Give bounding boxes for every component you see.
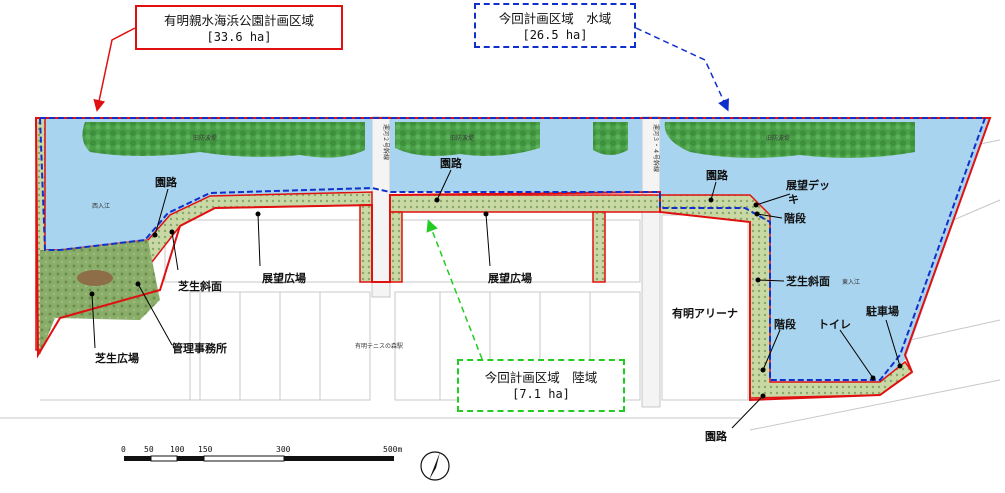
label-toilet: トイレ	[818, 318, 851, 331]
water-area-title: 今回計画区域 水域	[498, 11, 612, 26]
east-inlet-label: 東入江	[842, 278, 860, 286]
lawn-plaza-area	[40, 240, 160, 355]
breakwater-trees-east	[664, 122, 915, 158]
arrow-water	[635, 27, 729, 112]
tennis-forest-label: 有明テニスの森駅	[355, 342, 403, 350]
canal-label-2: 運河２号幹線	[382, 124, 390, 160]
breakwater-label-3: 旧防波堤	[766, 134, 790, 142]
management-office-building	[77, 270, 113, 286]
canal-label-3-4: 運河３・４号幹線	[652, 124, 660, 172]
water-area-callout: 今回計画区域 水域 [26.5 ha]	[474, 3, 636, 48]
water-area-east	[660, 118, 990, 385]
park-area-callout: 有明親水海浜公園計画区域 [33.6 ha]	[135, 5, 343, 50]
water-boundary	[38, 117, 987, 381]
label-stairs-1: 階段	[784, 211, 806, 225]
label-management-office: 管理事務所	[172, 341, 227, 355]
park-area-title: 有明親水海浜公園計画区域	[163, 13, 314, 28]
label-viewing-deck-1: 展望デッ	[785, 178, 830, 192]
land-area-title: 今回計画区域 陸域	[484, 370, 598, 385]
scale-tick-50: 50	[144, 445, 154, 454]
park-area-size: [33.6 ha]	[206, 30, 272, 44]
scale-bar: 0 50 100 150 300 500m	[121, 445, 402, 462]
label-lawn-slope-2: 芝生斜面	[786, 274, 830, 288]
north-arrow-icon	[420, 451, 450, 481]
scale-tick-300: 300	[276, 445, 291, 454]
label-lawn-plaza: 芝生広場	[95, 351, 139, 365]
land-area-callout: 今回計画区域 陸域 [7.1 ha]	[457, 359, 625, 412]
water-area-size: [26.5 ha]	[522, 28, 588, 42]
leader-lines	[89, 169, 903, 429]
label-path-3: 園路	[706, 168, 729, 182]
label-viewing-plaza-2: 展望広場	[487, 271, 532, 285]
arrow-park	[93, 27, 136, 112]
scale-tick-100: 100	[170, 445, 185, 454]
breakwater-trees-center-small	[593, 122, 628, 155]
breakwater-label-1: 旧防波堤	[193, 134, 217, 142]
park-boundary	[34, 117, 992, 402]
label-viewing-plaza-1: 展望広場	[261, 271, 306, 285]
breakwater-label-2: 旧防波堤	[450, 134, 474, 142]
label-viewing-deck-2: キ	[788, 193, 799, 206]
label-lawn-slope-1: 芝生斜面	[178, 279, 222, 293]
arrow-land	[426, 219, 483, 360]
label-path-2: 園路	[440, 156, 463, 170]
west-inlet-label: 西入江	[92, 203, 110, 210]
label-path-4: 園路	[705, 429, 728, 443]
scale-tick-150: 150	[198, 445, 213, 454]
label-path-1: 園路	[155, 175, 178, 189]
label-arena: 有明アリーナ	[672, 306, 738, 320]
breakwater-trees-west	[82, 122, 365, 158]
land-area-size: [7.1 ha]	[512, 387, 570, 401]
breakwater-trees-center	[395, 122, 540, 156]
scale-tick-0: 0	[121, 445, 126, 454]
scale-tick-500: 500m	[383, 445, 402, 454]
label-stairs-2: 階段	[774, 317, 796, 331]
label-parking: 駐車場	[866, 304, 899, 318]
